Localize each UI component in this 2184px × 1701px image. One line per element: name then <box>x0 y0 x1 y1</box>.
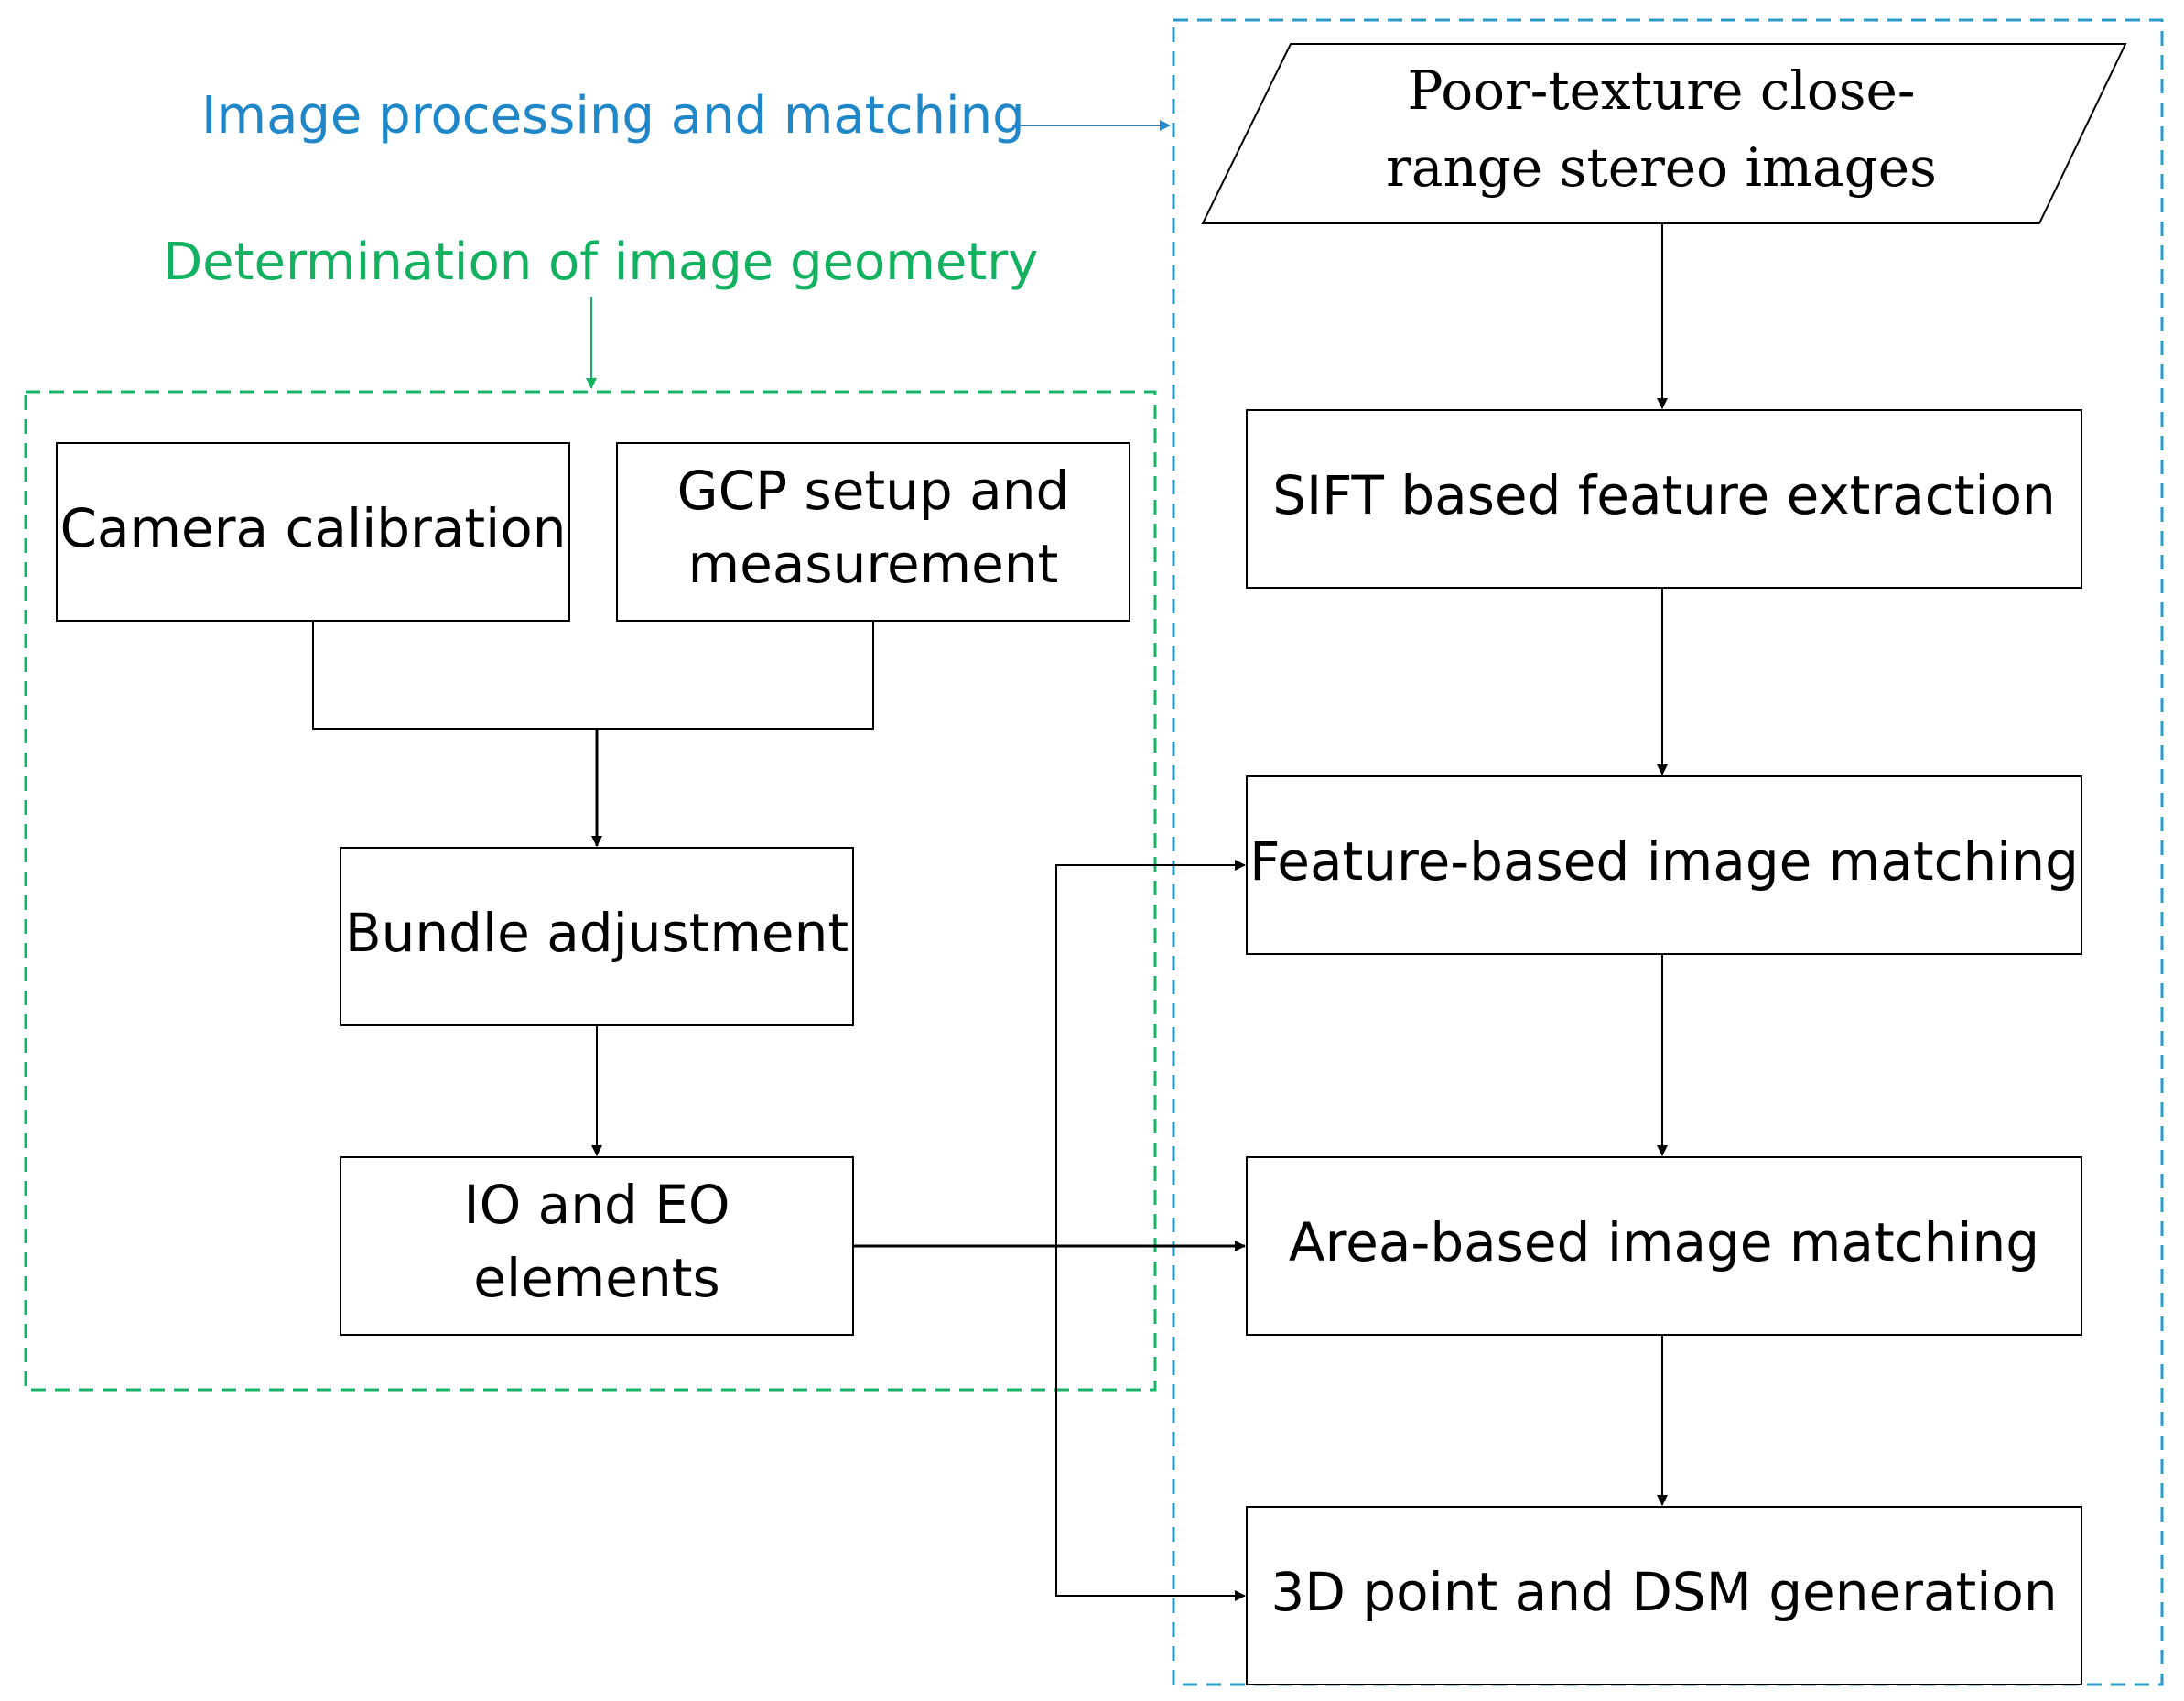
dsm-box <box>1246 1506 2082 1685</box>
input-parallelogram <box>1201 43 2127 224</box>
gcp-setup-label-line2: measurement <box>688 533 1059 595</box>
sift-box <box>1246 409 2082 589</box>
camera-calibration-box <box>56 442 570 622</box>
input-label-line1: Poor-texture close- <box>1408 60 1916 122</box>
bundle-adjustment-box <box>340 847 854 1026</box>
feature-matching-label: Feature-based image matching <box>1249 830 2079 893</box>
io-eo-label-line2: elements <box>473 1247 719 1309</box>
sift-label: SIFT based feature extraction <box>1272 464 2056 526</box>
area-matching-label: Area-based image matching <box>1289 1211 2039 1273</box>
bundle-adjustment-label: Bundle adjustment <box>345 902 849 964</box>
gcp-setup-label-line1: GCP setup and <box>677 460 1070 522</box>
camera-calibration-label: Camera calibration <box>59 497 566 559</box>
matching-group-title: Image processing and matching <box>201 86 1025 146</box>
arrow-io-eo-to-dsm <box>1055 1246 1246 1601</box>
dsm-label: 3D point and DSM generation <box>1270 1561 2057 1623</box>
io-eo-label-line1: IO and EO <box>463 1174 730 1236</box>
merge-line-calibration-gcp <box>312 621 874 730</box>
area-matching-box <box>1246 1156 2082 1336</box>
feature-matching-box <box>1246 775 2082 955</box>
input-label-line2: range stereo images <box>1386 136 1937 199</box>
io-eo-box <box>340 1156 854 1336</box>
gcp-setup-box <box>616 442 1130 622</box>
geometry-group-frame <box>24 390 1157 1392</box>
geometry-group-title: Determination of image geometry <box>163 233 1038 292</box>
arrow-io-eo-to-feature <box>1055 860 1246 1246</box>
